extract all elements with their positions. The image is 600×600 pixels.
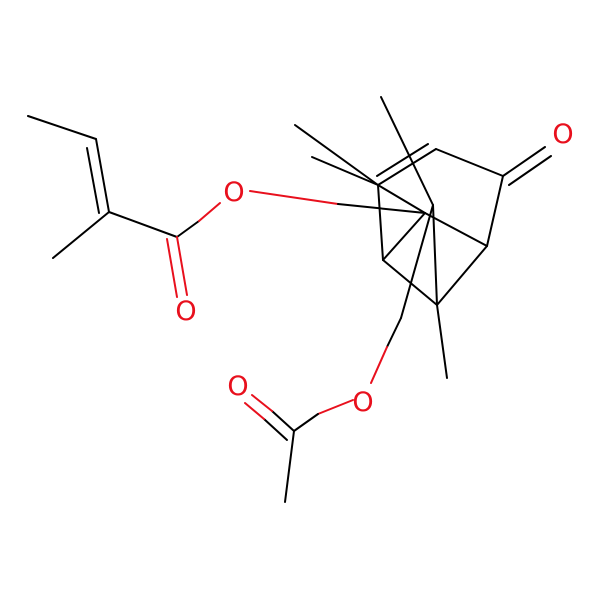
bond-cage-b-double <box>376 143 429 177</box>
bond-o-c6-cage <box>337 203 426 214</box>
bond-c1-o-link <box>176 220 200 238</box>
bond-o-ac-carbon <box>293 413 319 432</box>
bond-ketone-bond-1 <box>502 146 546 177</box>
bond-c1-o-carbonyl-inner <box>166 238 178 298</box>
bond-c2-methyl <box>52 211 110 259</box>
bond-bottom-methyl <box>436 304 448 379</box>
bond-ch3-c3 <box>27 115 97 140</box>
bond-layer <box>27 96 552 503</box>
bond-acetyl-co-2 <box>263 418 288 441</box>
bond-c3-c2-inner <box>86 147 100 214</box>
bond-acetyl-co-1-red <box>251 394 273 412</box>
bond-cage-c <box>435 148 504 177</box>
bond-cage-h <box>382 212 426 261</box>
bond-gem-methyl-b <box>311 156 379 186</box>
atom-o-ketone: O <box>552 119 573 150</box>
atom-o-acetate-link: O <box>352 387 373 418</box>
bond-c-oac <box>386 317 402 348</box>
atom-o-acetate-carbonyl: O <box>227 371 248 402</box>
bond-o-ac-carbon-red <box>317 399 354 415</box>
bond-cage-k <box>400 204 434 319</box>
bond-cage-f <box>382 259 438 306</box>
bond-ketone-bond-2 <box>508 155 552 186</box>
bond-o-link-c6 <box>249 190 339 205</box>
bond-c1-o-link-red <box>198 202 221 222</box>
atom-o-ester-carbonyl: O <box>175 296 196 327</box>
bond-c2-c1 <box>108 211 178 238</box>
bond-c3-c2 <box>95 138 110 213</box>
bond-cage-d <box>486 175 504 247</box>
bond-cage-b <box>377 148 437 186</box>
bond-gem-methyl-a <box>294 124 379 186</box>
atom-label-layer: O O O O O <box>175 119 573 418</box>
bond-acetyl-methyl <box>284 430 295 503</box>
bond-c1-o-carbonyl <box>176 236 188 296</box>
bond-cage-a <box>377 184 426 214</box>
bond-c-oac-red <box>370 346 388 384</box>
bond-cage-e <box>436 245 488 306</box>
bond-cage-j <box>432 204 438 306</box>
bond-bridge-methyl <box>380 96 434 206</box>
bond-acetyl-co-1 <box>271 410 295 432</box>
atom-o-ester-link: O <box>223 177 244 208</box>
bond-acetyl-co-2-red <box>244 402 265 420</box>
bond-cage-i <box>424 212 488 247</box>
bond-cage-g <box>377 184 384 261</box>
